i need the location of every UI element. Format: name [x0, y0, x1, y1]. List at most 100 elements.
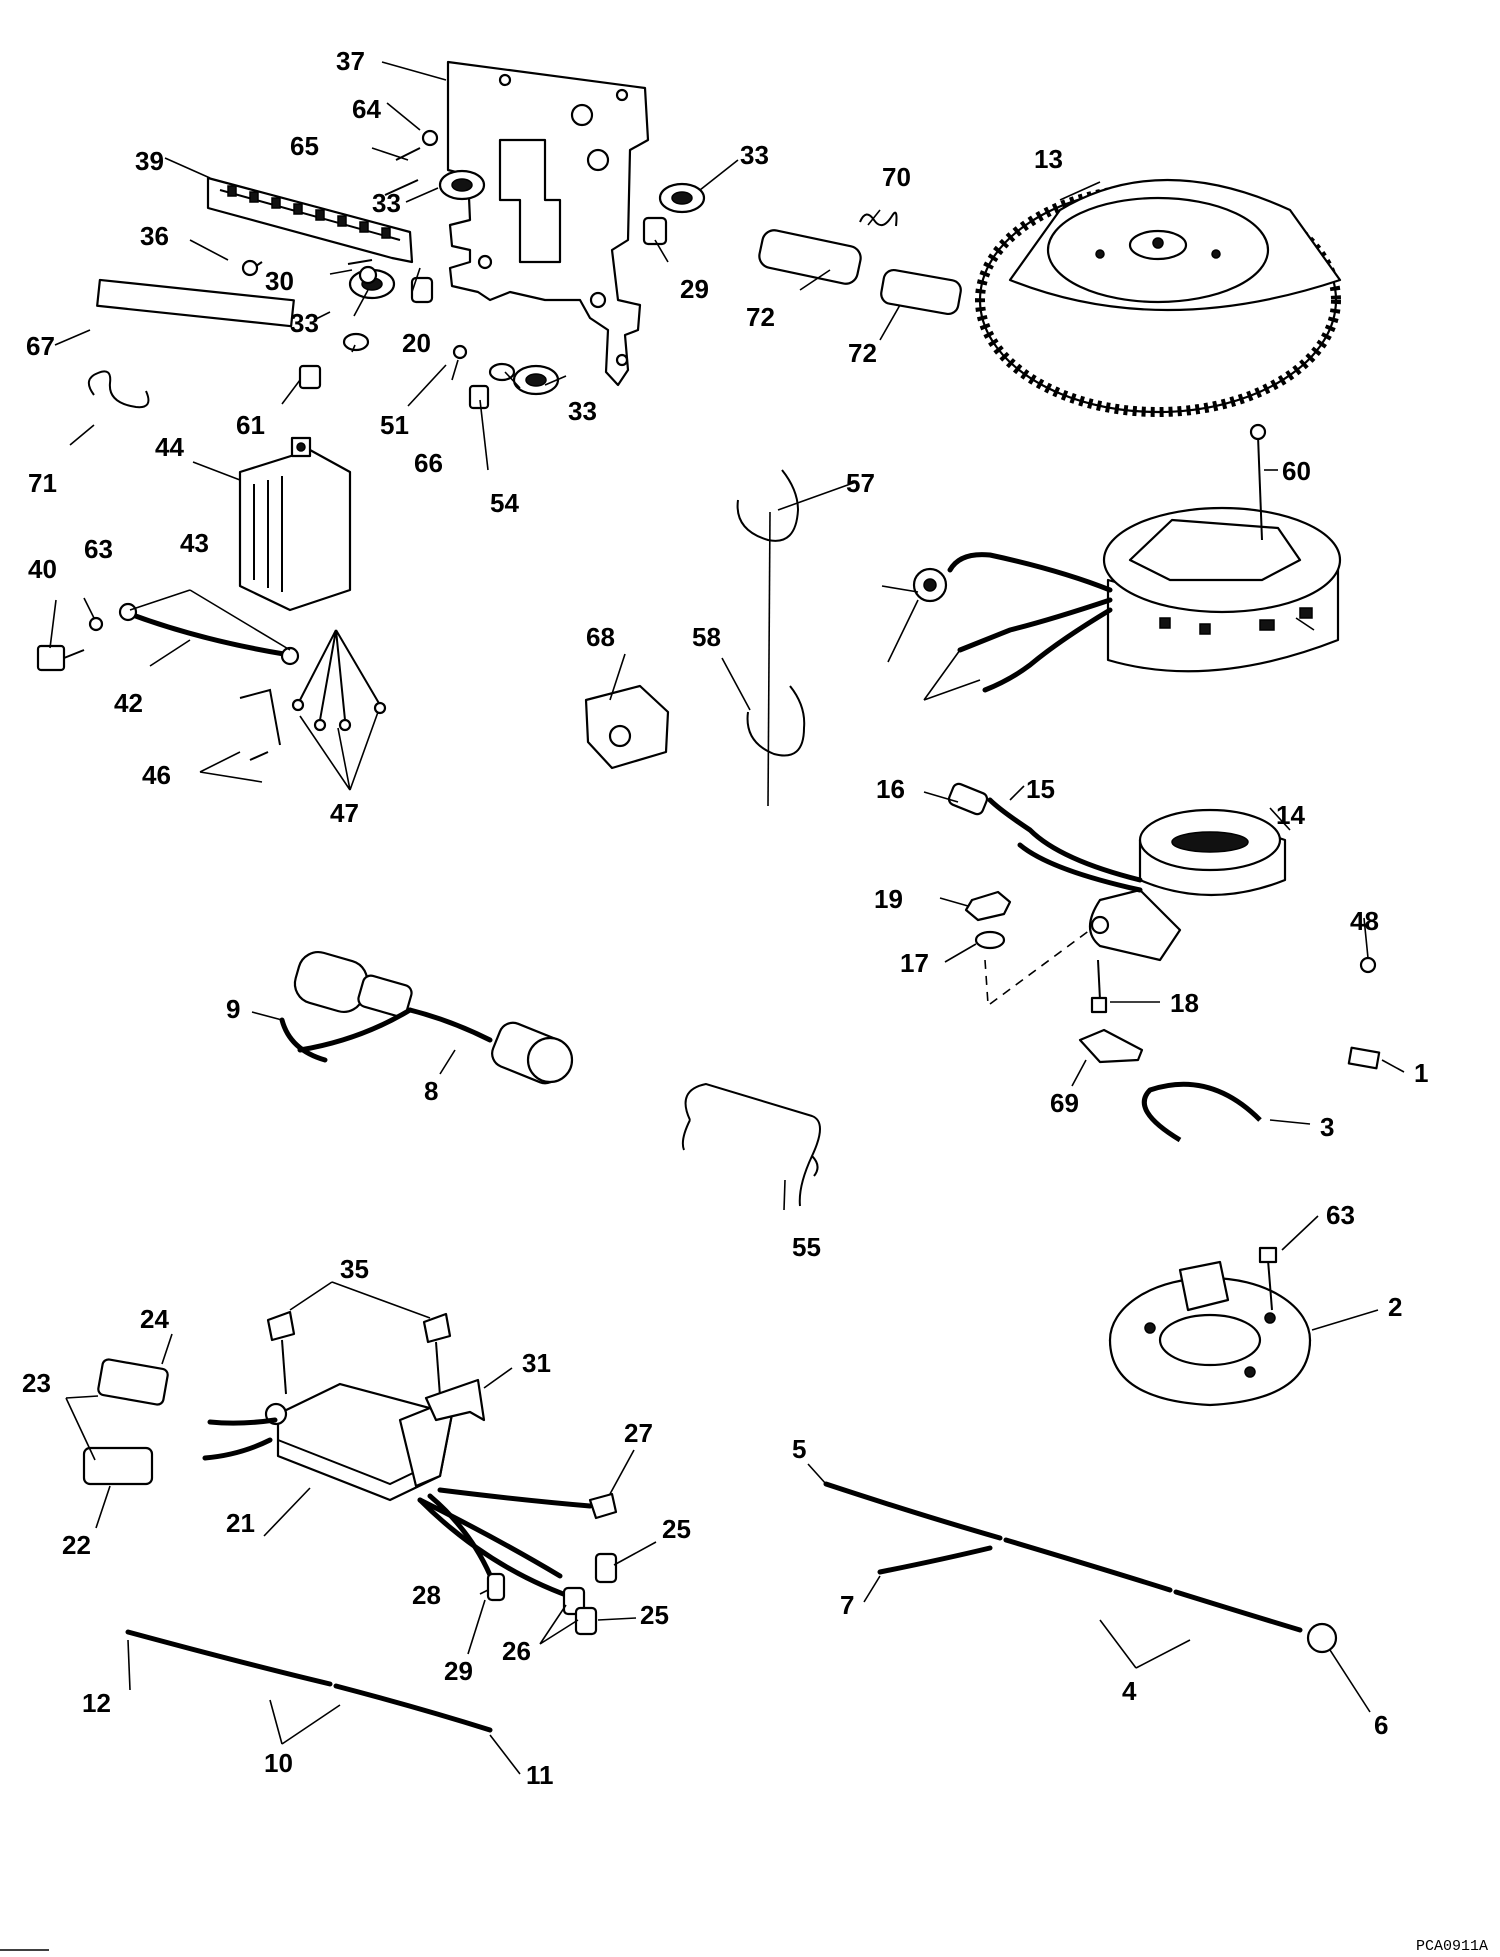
sleeve-66: [758, 229, 862, 285]
callout-33-b: 33: [740, 140, 769, 170]
terminal-27: [588, 1492, 618, 1520]
callout-41: 43: [180, 528, 209, 558]
callout-15: 15: [1026, 774, 1055, 804]
clamp-50: [736, 469, 800, 542]
clip-65-left: [87, 370, 150, 409]
callout-60: 66: [414, 448, 443, 478]
callout-3: 3: [1320, 1112, 1334, 1142]
callout-33-c: 33: [290, 308, 319, 338]
callout-4: 4: [1122, 1676, 1137, 1706]
terminal-25a: [594, 1552, 618, 1584]
callout-48: 54: [490, 488, 519, 518]
callout-67: 72: [848, 338, 877, 368]
callout-47: 51: [380, 410, 409, 440]
insulator-strip-61: [96, 278, 295, 328]
callout-24: 24: [140, 1304, 169, 1334]
callout-1: 1: [1414, 1058, 1428, 1088]
lead-10: [125, 1629, 493, 1733]
power-pack-21: [264, 1382, 454, 1502]
ignition-coil-14: [1088, 808, 1287, 962]
screw-46: [1359, 956, 1377, 974]
stator-wiring: [912, 552, 1113, 693]
callout-36: 36: [140, 221, 169, 251]
terminal-29: [486, 1572, 506, 1602]
screw-18: [1097, 959, 1101, 1001]
small-hardware: [241, 129, 706, 410]
callout-64: 69: [1050, 1088, 1079, 1118]
lead-4: [823, 1481, 1338, 1654]
bracket-32: [424, 1378, 486, 1422]
nut-19: [964, 890, 1012, 922]
terminal-43: [239, 688, 281, 761]
callout-61: 67: [26, 331, 55, 361]
callout-43: 46: [142, 760, 171, 790]
callout-63: 68: [586, 622, 615, 652]
callout-57: 64: [352, 94, 381, 124]
flywheel-13: [975, 178, 1342, 417]
clip-49: [681, 1082, 821, 1207]
mounting-plate-39: [446, 60, 650, 387]
callout-50: 57: [846, 468, 875, 498]
part-illustrations: [36, 60, 1381, 1733]
power-pack-wiring: [202, 1417, 593, 1603]
callout-66: 72: [746, 302, 775, 332]
callout-25-b: 25: [640, 1600, 669, 1630]
callout-6: 6: [1374, 1710, 1388, 1740]
clamp-51: [746, 685, 806, 757]
callout-labels: 37 64 65 39 33 33 29 36 30 33 20 67 61 5…: [22, 46, 1428, 1790]
callout-32: 31: [522, 1348, 551, 1378]
callout-56: 63: [1326, 1200, 1355, 1230]
assembly-guide-line: [984, 929, 1091, 1005]
callout-20: 20: [402, 328, 431, 358]
callout-58: 63: [84, 534, 113, 564]
callout-30: 29: [680, 274, 709, 304]
connector-24: [97, 1358, 169, 1406]
callout-38: 40: [28, 554, 57, 584]
callout-14: 14: [1276, 800, 1305, 830]
retaining-ring-3: [1141, 1081, 1262, 1143]
screw-54: [1257, 435, 1263, 541]
callout-59: 65: [290, 131, 319, 161]
bolts-35: [266, 1310, 452, 1397]
callout-9: 9: [226, 994, 240, 1024]
callout-55: 61: [236, 410, 265, 440]
block-63: [584, 684, 670, 770]
armature-plate-2: [1108, 1260, 1312, 1407]
callout-19: 19: [874, 884, 903, 914]
callout-16: 16: [876, 774, 905, 804]
washer-58: [88, 616, 104, 632]
callout-54: 60: [1282, 456, 1311, 486]
callout-31: 30: [265, 266, 294, 296]
callout-35: 35: [340, 1254, 369, 1284]
callout-11: 11: [526, 1760, 554, 1790]
callout-22: 22: [62, 1530, 91, 1560]
coil-lead-15-16: [947, 782, 1143, 893]
callout-26: 26: [502, 1636, 531, 1666]
terminal-strip-37: [206, 176, 414, 264]
connector-22: [82, 1446, 154, 1486]
callout-21: 21: [226, 1508, 255, 1538]
callout-7: 7: [840, 1590, 854, 1620]
connector-harness-8: [279, 950, 574, 1085]
callout-42: 44: [155, 432, 184, 462]
sleeve-67: [880, 268, 962, 316]
callout-5: 5: [792, 1434, 806, 1464]
callout-27: 27: [624, 1418, 653, 1448]
terminal-25b: [574, 1606, 598, 1636]
callout-44: 47: [330, 798, 359, 828]
callout-29: 29: [444, 1656, 473, 1686]
callout-51: 58: [692, 622, 721, 652]
ground-strap-40: [127, 611, 287, 657]
key-1: [1347, 1046, 1381, 1070]
callout-33-d: 33: [568, 396, 597, 426]
callout-49: 55: [792, 1232, 821, 1262]
rectifier-42: [238, 436, 352, 612]
washer-17: [974, 930, 1006, 950]
callout-25-a: 25: [662, 1514, 691, 1544]
callout-39: 37: [336, 46, 365, 76]
callout-28: 28: [412, 1580, 441, 1610]
drawing-code: PCA0911A: [1416, 1938, 1488, 1955]
callout-17: 17: [900, 948, 929, 978]
callout-23: 23: [22, 1368, 51, 1398]
